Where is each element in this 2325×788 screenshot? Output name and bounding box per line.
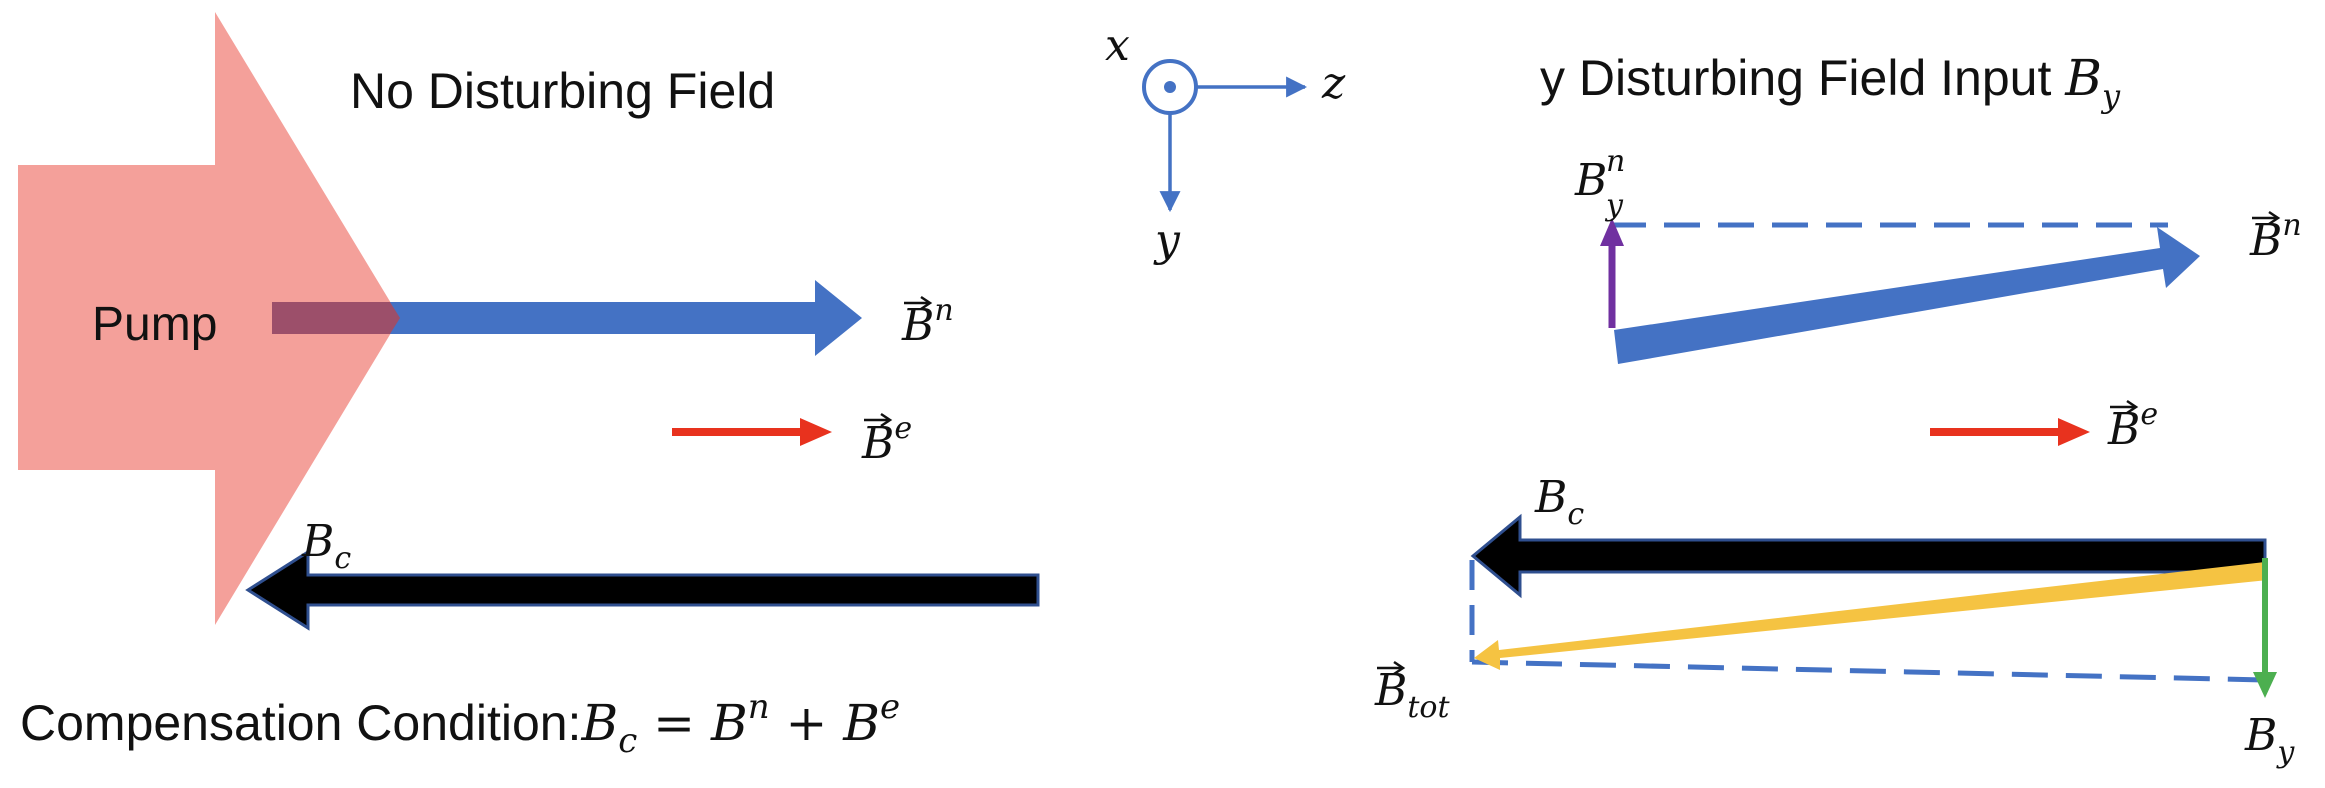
right-bn-label: Bn: [2249, 208, 2302, 266]
be-arrow: [672, 418, 832, 446]
svg-text:Bn: Bn: [2249, 208, 2302, 266]
right-be-label: Be: [2107, 397, 2158, 455]
svg-text:Btot: Btot: [1374, 665, 1450, 725]
bc-arrow: [245, 549, 1040, 631]
btot-label: Btot: [1374, 660, 1450, 725]
svg-text:Be: Be: [2107, 397, 2158, 455]
vector-accent-head: [1393, 660, 1406, 676]
vector-accent-head: [920, 295, 933, 311]
be-label: Be: [861, 411, 912, 469]
vector-accent-head: [2126, 399, 2139, 415]
by-label: By: [2244, 710, 2295, 770]
be-label-main: B: [861, 418, 894, 469]
bn-arrow: [272, 280, 862, 356]
vector-accent-head: [880, 412, 893, 428]
y-axis-label: y: [1153, 215, 1181, 266]
compensation-condition: Compensation Condition:Bc = Bn + Be: [20, 687, 900, 761]
bottom-dashed-line: [1471, 659, 2266, 683]
vector-accent-head: [2268, 210, 2281, 226]
left-panel-title: No Disturbing Field: [350, 63, 775, 119]
x-axis-label: x: [1105, 20, 1130, 71]
pump-arrow: [18, 12, 400, 625]
x-axis-dot: [1164, 81, 1176, 93]
btot-arrow: [1474, 562, 2268, 670]
bc-label: Bc: [301, 516, 351, 576]
bn-label-main: B: [901, 300, 934, 351]
bn-arrow-pump-overlap: [272, 302, 400, 334]
right-bc-arrow: [1470, 513, 2267, 599]
right-bc-label: Bc: [1534, 472, 1584, 532]
coordinate-axes: x z y: [1105, 20, 1346, 266]
be-label-sup: e: [894, 411, 912, 446]
svg-text:Bny: Bny: [1574, 144, 1625, 223]
z-axis-label: z: [1321, 58, 1346, 109]
svg-text:Be: Be: [861, 411, 912, 469]
pump-label: Pump: [92, 298, 217, 351]
bn-tilted-arrow: [1614, 227, 2200, 364]
right-panel-title: y Disturbing Field Input By: [1540, 49, 2121, 115]
bny-arrowhead: [1600, 218, 1624, 246]
bn-label: Bn: [901, 293, 954, 351]
right-be-arrow: [1930, 418, 2090, 446]
left-panel: No Disturbing Field Pump Bn Be Bc Compen…: [18, 12, 1040, 761]
by-arrowhead: [2253, 672, 2277, 698]
svg-text:Bn: Bn: [901, 293, 954, 351]
bn-label-sup: n: [934, 293, 953, 328]
